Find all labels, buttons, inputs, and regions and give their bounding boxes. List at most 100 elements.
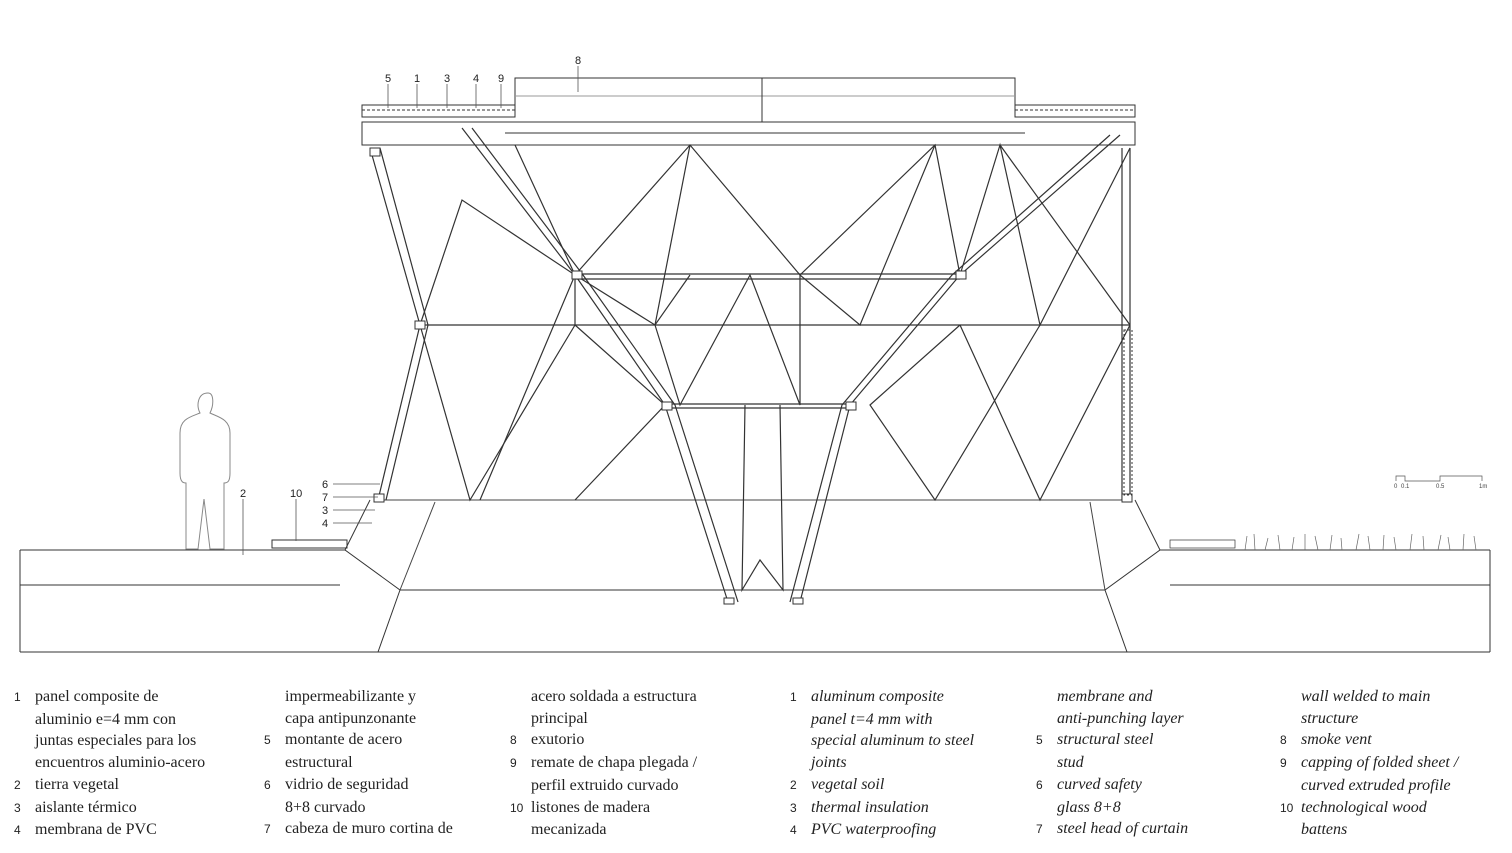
legend-number: 2 xyxy=(14,777,21,792)
legend-text: structure xyxy=(1301,709,1359,727)
legend-item: 5 montante de acero xyxy=(264,729,453,752)
legend-number: 9 xyxy=(1280,756,1287,771)
legend-item: estructural xyxy=(264,752,453,774)
legend-text: aislante térmico xyxy=(35,798,137,816)
legend-number xyxy=(264,797,285,819)
legend-text: impermeabilizante y xyxy=(285,688,417,705)
legend-item: principal xyxy=(510,708,697,730)
legend-text: juntas especiales para los xyxy=(35,732,197,750)
legend-number: 4 xyxy=(790,823,797,838)
legend-item: 7 cabeza de muro cortina de xyxy=(264,818,453,841)
legend-number xyxy=(510,775,531,797)
legend-text: vidrio de seguridad xyxy=(285,775,409,793)
legend-text: stud xyxy=(1057,754,1084,772)
legend-number: 8 xyxy=(1280,733,1287,748)
legend-text: 8+8 curvado xyxy=(285,798,366,816)
legend-item: perfil extruido curvado xyxy=(510,775,697,797)
legend-number: 10 xyxy=(510,800,524,815)
legend-text: joints xyxy=(811,754,847,772)
legend-text: panel t=4 mm with xyxy=(811,710,933,728)
legend-text: mecanizada xyxy=(531,821,607,839)
callout-4: 4 xyxy=(473,73,479,85)
legend-text: acero soldada a estructura xyxy=(531,688,697,705)
legend-item: battens xyxy=(1280,819,1458,841)
legend-number xyxy=(264,686,285,708)
legend-number: 1 xyxy=(14,690,21,704)
legend-text: thermal insulation xyxy=(811,798,929,816)
legend-number xyxy=(1280,775,1301,797)
legend-text: membrana de PVC xyxy=(35,821,157,839)
legend-item: 10 technological wood xyxy=(1280,797,1458,820)
legend-item: special aluminum to steel xyxy=(790,730,974,752)
legend-item: stud xyxy=(1036,752,1188,774)
scale-bar: 0 0.1 0.5 1m xyxy=(1394,475,1487,490)
legend-item: anti-punching layer xyxy=(1036,708,1188,730)
legend-text: structural steel xyxy=(1057,731,1154,749)
legend-number: 1 xyxy=(790,690,797,704)
section-drawing: 8 5 1 3 4 9 2 10 6 7 3 4 0 0.1 0.5 1m xyxy=(19,55,1491,653)
legend-item: encuentros aluminio-acero xyxy=(14,752,205,774)
legend-item: glass 8+8 xyxy=(1036,797,1188,819)
legend-text: battens xyxy=(1301,821,1348,839)
legend-text: membrane and xyxy=(1057,688,1153,705)
legend-number xyxy=(790,709,811,731)
legend-item: membrane and xyxy=(1036,686,1188,708)
legend-number xyxy=(510,708,531,730)
callout-6: 6 xyxy=(322,479,328,491)
legend-number xyxy=(1280,819,1301,841)
legend-item: acero soldada a estructura xyxy=(510,686,697,708)
legend-number: 7 xyxy=(264,822,271,837)
callout-9: 9 xyxy=(498,73,504,85)
roof xyxy=(361,77,1136,146)
legend-item: wall welded to main xyxy=(1280,686,1458,708)
legend-number: 4 xyxy=(14,823,21,838)
scale-1m: 1m xyxy=(1479,484,1487,490)
legend-number: 3 xyxy=(14,800,21,815)
legend-text: estructural xyxy=(285,754,353,772)
callout-7: 7 xyxy=(322,492,328,504)
legend-number: 10 xyxy=(1280,800,1294,815)
legend-number xyxy=(510,819,531,841)
legend-text: encuentros aluminio-acero xyxy=(35,754,206,772)
callout-4b: 4 xyxy=(322,518,328,530)
legend-text: special aluminum to steel xyxy=(811,732,975,750)
legend-number: 5 xyxy=(264,733,271,748)
legend-number xyxy=(1036,797,1057,819)
legend-number xyxy=(14,752,35,774)
legend-number xyxy=(1036,752,1057,774)
human-figure xyxy=(179,392,231,550)
legend-number xyxy=(790,752,811,774)
legend-text: montante de acero xyxy=(285,731,403,749)
plants xyxy=(1169,533,1477,551)
legend-text: vegetal soil xyxy=(811,775,885,793)
legend-text: perfil extruido curvado xyxy=(531,776,679,794)
legend-text: technological wood xyxy=(1301,798,1427,816)
legend-item: panel t=4 mm with xyxy=(790,709,974,731)
legend-text: curved safety xyxy=(1057,775,1142,793)
structure xyxy=(369,127,1131,603)
legend-text: aluminio e=4 mm con xyxy=(35,710,176,728)
legend-number xyxy=(1280,686,1301,708)
callout-nodes xyxy=(369,147,1133,605)
legend-number xyxy=(510,686,531,708)
podium xyxy=(378,499,1128,591)
callout-8: 8 xyxy=(575,55,581,67)
legend-text: cabeza de muro cortina de xyxy=(285,820,453,838)
legend-item: structure xyxy=(1280,708,1458,730)
legend-number xyxy=(14,709,35,731)
legend-item: impermeabilizante y xyxy=(264,686,453,708)
legend-number: 3 xyxy=(790,800,797,815)
legend-text: aluminum composite xyxy=(811,688,944,705)
callout-5: 5 xyxy=(385,73,391,85)
